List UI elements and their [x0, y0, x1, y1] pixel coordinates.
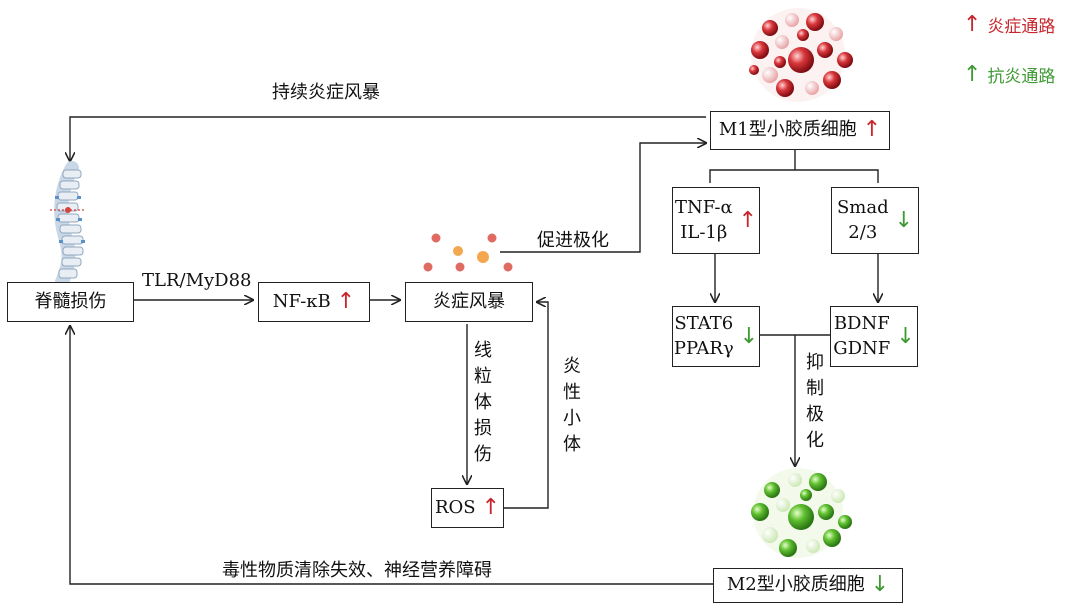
label-promote-polarization: 促进极化: [537, 230, 609, 251]
up-arrow-icon: ↑: [336, 288, 356, 314]
node-stat6-ppar: STAT6 PPARγ ↓: [672, 306, 760, 367]
spine-icon: [50, 161, 85, 289]
legend-anti-label: 抗炎通路: [987, 67, 1056, 87]
legend-inflammatory: ↑ 炎症通路: [963, 12, 1055, 37]
label-toxic-clearance: 毒性物质清除失效、神经营养障碍: [222, 560, 492, 581]
legend-anti-inflammatory: ↑ 抗炎通路: [963, 62, 1055, 87]
node-inflammatory-storm-label: 炎症风暴: [433, 290, 505, 312]
node-spinal-cord-injury: 脊髓损伤: [7, 282, 134, 322]
label-sustained-storm: 持续炎症风暴: [272, 82, 380, 103]
up-arrow-green-icon: ↑: [963, 61, 982, 87]
edge-promote: [500, 143, 706, 253]
node-nfkb-label: NF-κB: [272, 290, 331, 312]
node-spinal-cord-injury-label: 脊髓损伤: [34, 290, 107, 312]
up-arrow-icon: ↑: [738, 207, 758, 233]
node-ros: ROS ↑: [431, 488, 504, 528]
down-arrow-icon: ↓: [894, 207, 914, 233]
down-arrow-icon: ↓: [896, 323, 915, 349]
node-smad: Smad 2/3 ↓: [831, 187, 919, 254]
up-arrow-icon: ↑: [481, 494, 501, 520]
edge-inflammasome: [504, 302, 549, 509]
node-bdnf-label: BDNF: [833, 313, 890, 335]
node-ros-label: ROS: [434, 496, 476, 518]
node-m2-microglia: M2型小胶质细胞 ↓: [713, 568, 903, 603]
m2-microglia-sphere-icon: [751, 468, 852, 558]
node-gdnf-label: GDNF: [833, 337, 891, 359]
node-smad-sub-label: 2/3: [848, 221, 878, 243]
node-m2-label: M2型小胶质细胞: [726, 574, 865, 596]
label-inflammasome: 炎性小体: [563, 356, 581, 455]
up-arrow-icon: ↑: [862, 117, 882, 143]
label-tlr-myd88: TLR/MyD88: [142, 270, 252, 291]
edge-sustained-storm: [70, 116, 706, 161]
label-inhibit-polarization: 抑制极化: [806, 352, 824, 451]
node-inflammatory-storm: 炎症风暴: [405, 282, 533, 322]
cytokine-dots-icon: [423, 233, 513, 272]
node-smad-label: Smad: [836, 197, 889, 219]
label-mito-damage: 线粒体损伤: [474, 340, 492, 465]
down-arrow-icon: ↓: [870, 572, 890, 598]
node-il1b-label: IL-1β: [680, 221, 728, 243]
node-m1-label: M1型小胶质细胞: [718, 119, 857, 141]
down-arrow-icon: ↓: [739, 323, 759, 349]
node-m1-microglia: M1型小胶质细胞 ↑: [710, 111, 890, 150]
edge-toxic: [70, 326, 713, 585]
node-ppar-label: PPARγ: [673, 337, 734, 359]
node-bdnf-gdnf: BDNF GDNF ↓: [830, 306, 918, 367]
up-arrow-red-icon: ↑: [963, 11, 982, 37]
edge-m1-bracket: [709, 169, 879, 183]
node-tnf-il1b: TNF-α IL-1β ↑: [672, 187, 760, 254]
node-stat6-label: STAT6: [674, 313, 734, 335]
m1-microglia-sphere-icon: [749, 8, 853, 102]
node-nfkb: NF-κB ↑: [258, 282, 370, 322]
node-tnf-label: TNF-α: [674, 197, 733, 219]
legend-inflammatory-label: 炎症通路: [987, 17, 1056, 37]
